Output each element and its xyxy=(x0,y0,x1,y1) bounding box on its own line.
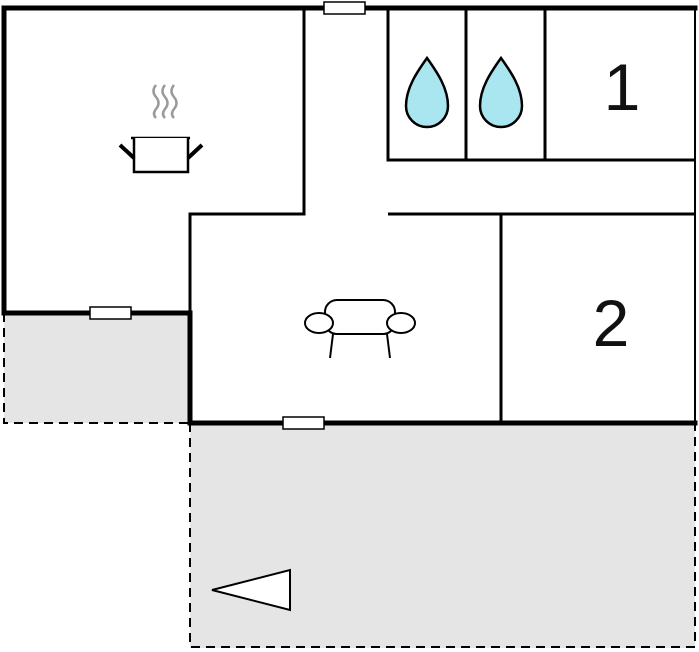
terrace-small xyxy=(3,313,190,424)
cooking-pot-icon xyxy=(118,84,204,174)
water-drop-icon xyxy=(478,55,524,129)
arrow-direction-icon xyxy=(211,568,291,612)
bedroom-1-label: 1 xyxy=(604,50,641,124)
window-terrace-small xyxy=(89,306,132,320)
interior-walls xyxy=(188,8,695,423)
door-terrace-large xyxy=(282,416,325,430)
terrace-large xyxy=(189,423,696,648)
window-top xyxy=(323,1,366,15)
water-drop-icon xyxy=(404,55,450,129)
bedroom-2-label: 2 xyxy=(593,286,630,360)
sofa-icon xyxy=(304,299,416,359)
